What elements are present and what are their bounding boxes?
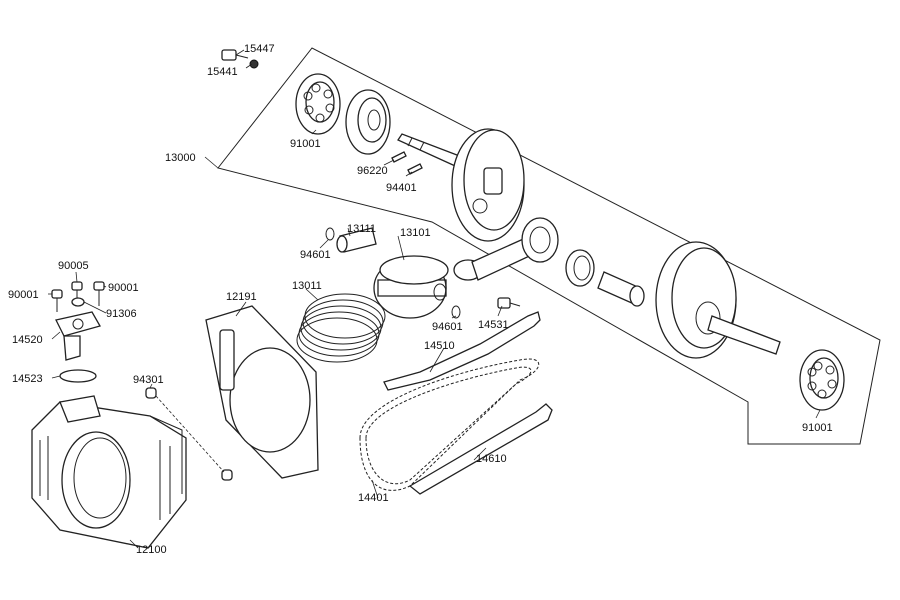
timing-chain-14401 (359, 358, 540, 491)
crankshaft-assembly-frame (217, 47, 881, 445)
crank-pin (597, 271, 645, 307)
bolt-90005 (71, 281, 83, 298)
label-13111: 13111 (347, 223, 376, 235)
label-94601-left: 94601 (300, 249, 331, 261)
pivot-bolt-14531 (497, 297, 521, 309)
bolt-90001-right (93, 281, 105, 306)
nut-15447 (249, 59, 259, 69)
chain-tensioner-guide-14510 (383, 311, 541, 391)
connecting-rod (453, 217, 559, 281)
part-labels: 15447 15441 13000 91001 96220 94401 1311… (8, 43, 833, 556)
dowel-pin-94301-top (145, 387, 157, 399)
tensioner-14520 (55, 311, 101, 361)
label-13000: 13000 (165, 152, 196, 164)
cylinder-gasket-12191 (205, 305, 319, 479)
dowel-pin-94301-bottom (221, 469, 233, 481)
gasket-14523 (59, 369, 97, 383)
label-91001-top: 91001 (290, 138, 321, 150)
cylinder-12100 (31, 395, 187, 549)
label-14531: 14531 (478, 319, 509, 331)
label-13011: 13011 (292, 280, 322, 292)
label-15441: 15441 (207, 66, 238, 78)
oil-seal (345, 89, 391, 155)
label-14401: 14401 (358, 492, 389, 504)
leader-13000 (204, 156, 219, 169)
label-12100: 12100 (136, 544, 167, 556)
bolt-90001-left (51, 289, 63, 312)
bearing-91001-top (295, 73, 341, 135)
piston-pin-13111 (336, 227, 377, 253)
label-90001-left: 90001 (8, 289, 39, 301)
label-14520: 14520 (12, 334, 43, 346)
chain-guide-14610 (408, 403, 553, 495)
label-13101: 13101 (400, 227, 431, 239)
leader-lines (48, 49, 821, 549)
label-91001-right: 91001 (802, 422, 833, 434)
crankshaft-left-half (397, 128, 525, 242)
clip-94601-right (451, 305, 461, 319)
crankshaft-right-half (655, 241, 781, 359)
label-14610: 14610 (476, 453, 507, 465)
label-94301: 94301 (133, 374, 164, 386)
label-14523: 14523 (12, 373, 43, 385)
key-96220 (391, 151, 407, 163)
label-94601-right: 94601 (432, 321, 463, 333)
label-91306: 91306 (106, 308, 137, 320)
washer-94401 (407, 163, 423, 175)
needle-bearing (565, 249, 595, 287)
label-94401: 94401 (386, 182, 417, 194)
piston-rings-13011 (296, 293, 386, 363)
piston-13101 (373, 255, 449, 319)
label-96220: 96220 (357, 165, 388, 177)
dowel-leader (155, 395, 225, 473)
bearing-91001-right (799, 349, 845, 411)
label-90005: 90005 (58, 260, 89, 272)
label-15447: 15447 (244, 43, 275, 55)
label-12191: 12191 (226, 291, 257, 303)
label-90001-right: 90001 (108, 282, 139, 294)
clip-94601-left (325, 227, 335, 241)
label-14510: 14510 (424, 340, 455, 352)
washer-91306 (71, 297, 85, 307)
